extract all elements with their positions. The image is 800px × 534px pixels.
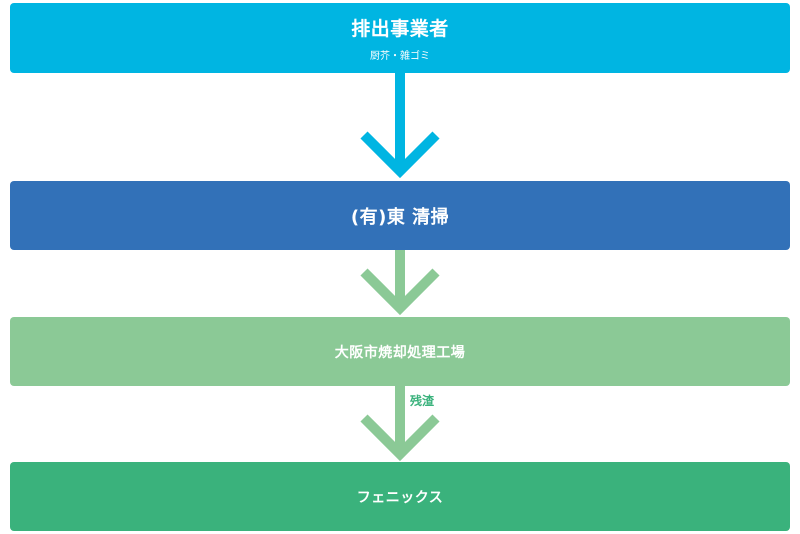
step-title: 排出事業者 bbox=[351, 18, 449, 40]
step-box-phoenix: フェニックス bbox=[10, 462, 790, 531]
arrow-label-residue: 残渣 bbox=[410, 394, 435, 408]
down-arrow-icon bbox=[360, 386, 440, 462]
step-box-discharger: 排出事業者 厨芥・雑ゴミ bbox=[10, 3, 790, 73]
down-arrow-icon bbox=[360, 250, 440, 316]
step-box-collector: (有)東 清掃 bbox=[10, 181, 790, 250]
down-arrow-icon bbox=[360, 73, 440, 179]
step-title: (有)東 清掃 bbox=[350, 206, 450, 228]
step-box-incineration-plant: 大阪市焼却処理工場 bbox=[10, 317, 790, 386]
step-title: フェニックス bbox=[356, 489, 444, 506]
step-title: 大阪市焼却処理工場 bbox=[334, 344, 466, 361]
step-subtitle: 厨芥・雑ゴミ bbox=[370, 51, 430, 62]
